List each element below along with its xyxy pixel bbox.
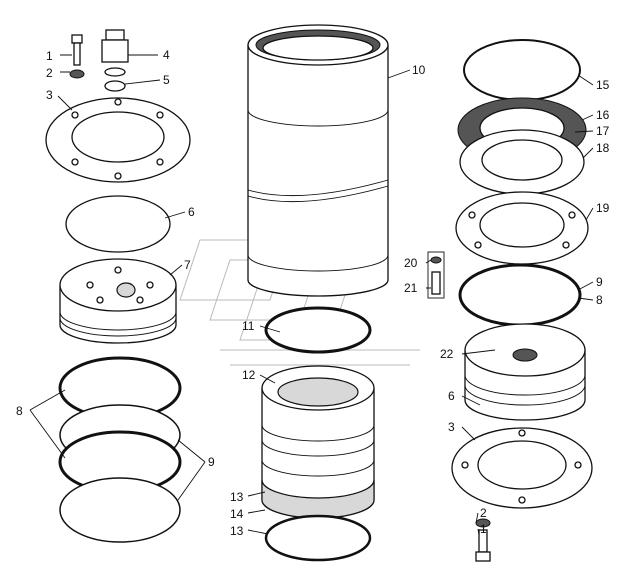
bolt-washer-20-21	[427, 251, 445, 299]
leader-lines	[29, 54, 594, 536]
callout-2: 2	[46, 66, 53, 80]
callout-8: 8	[16, 404, 23, 418]
callout-19: 19	[596, 201, 610, 215]
callout-6: 6	[188, 205, 195, 219]
o-ring-13	[264, 514, 372, 562]
cylinder-10	[247, 24, 389, 297]
flange-3-right	[451, 427, 593, 509]
callout-21: 21	[404, 281, 418, 295]
callout-22: 22	[440, 347, 454, 361]
seal-11	[264, 306, 372, 354]
bolt-top-left	[71, 34, 83, 66]
o-ring-6-left	[65, 195, 171, 253]
callout-14: 14	[230, 507, 244, 521]
callout-17: 17	[596, 124, 610, 138]
callout-6-right: 6	[448, 389, 455, 403]
callout-18: 18	[596, 141, 610, 155]
callout-15: 15	[596, 78, 610, 92]
seal-5	[104, 80, 126, 92]
callout-4: 4	[163, 48, 170, 62]
rings-8-9-left	[58, 356, 182, 543]
sleeve-12	[261, 365, 375, 519]
callout-2-right: 2	[480, 506, 487, 520]
callout-13-lower: 13	[230, 524, 244, 538]
callout-12: 12	[242, 368, 256, 382]
callout-1: 1	[46, 49, 53, 63]
piston-7	[59, 258, 177, 344]
callout-7: 7	[184, 258, 191, 272]
flange-3-left	[45, 97, 191, 183]
callout-labels: 1 2 3 4 5 6 7 8 9 10 11 12 13 14 13 15 1…	[16, 48, 610, 538]
callout-9: 9	[208, 455, 215, 469]
callout-1-right: 1	[480, 522, 487, 536]
washer-top-left	[69, 69, 85, 79]
callout-3: 3	[46, 88, 53, 102]
callout-3-right: 3	[448, 420, 455, 434]
flange-19	[455, 191, 589, 265]
ring-15	[463, 39, 581, 101]
callout-20: 20	[404, 256, 418, 270]
plates-16-17-18	[457, 97, 587, 195]
ring-8-right	[458, 263, 582, 327]
callout-8-right: 8	[596, 293, 603, 307]
callout-10: 10	[412, 63, 426, 77]
callout-16: 16	[596, 108, 610, 122]
callout-11: 11	[242, 319, 255, 333]
callout-13: 13	[230, 490, 244, 504]
callout-9-right: 9	[596, 275, 603, 289]
bolt-bottom-right	[475, 529, 491, 562]
piston-22	[464, 323, 586, 421]
fitting-4	[101, 29, 129, 77]
callout-5: 5	[163, 73, 170, 87]
